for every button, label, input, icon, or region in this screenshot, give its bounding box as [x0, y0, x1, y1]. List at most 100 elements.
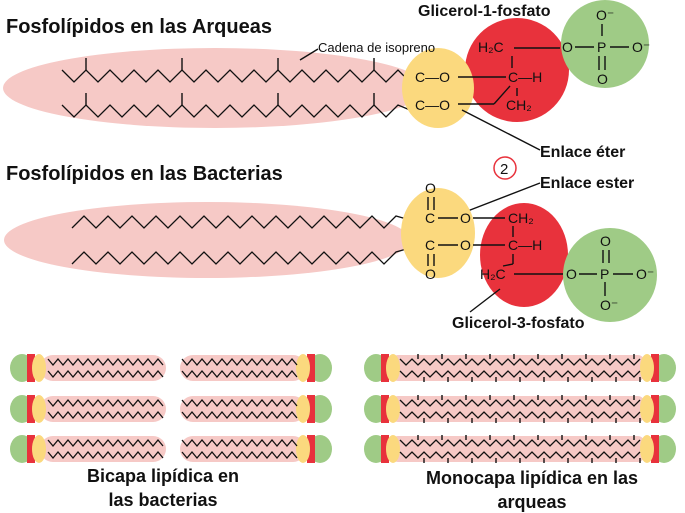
archaea-methyl-branches-bottom	[85, 93, 375, 105]
bacteria-glycerol-circle	[480, 203, 568, 307]
archaea-glycerol-bonds	[458, 47, 560, 105]
bacteria-glycerol-bonds	[502, 226, 563, 275]
isoprene-chain-label: Cadena de isopreno	[318, 40, 435, 55]
bacteria-phosphate-o-right: O⁻	[636, 266, 654, 282]
monolayer-left-head-2-glycerol	[381, 435, 389, 463]
archaea-phosphate-o-bottom: O	[597, 71, 608, 87]
monolayer-tail-a-0	[399, 358, 641, 366]
bacteria-glycerol-ch: C—H	[508, 237, 542, 253]
archaea-phospholipid: C—O C—O H₂C C—H CH₂ O P O⁻ O⁻ O Fosfolíp…	[3, 0, 650, 161]
isoprene-label-pointer	[299, 48, 319, 61]
archaea-phosphate-o-top: O⁻	[596, 7, 614, 23]
glycerol-3-phosphate-pointer	[469, 288, 501, 313]
ester-bond-pointer	[464, 182, 541, 213]
archaea-isoprene-chain-top	[61, 69, 411, 83]
bilayer-right-head-1-linkage	[296, 395, 310, 423]
archaea-phosphate-circle	[561, 0, 649, 88]
monolayer-left-head-1-glycerol	[381, 395, 389, 423]
archaea-glycerol-ch: C—H	[508, 69, 542, 85]
archaea-methyl-branches-top	[85, 58, 375, 70]
glycerol-1-phosphate-label: Glicerol-1-fosfato	[418, 3, 551, 20]
bacteria-ester-linkage	[401, 188, 475, 278]
ester-bond-label: Enlace ester	[540, 175, 634, 192]
monolayer-right-head-1-linkage	[640, 395, 654, 423]
bilayer-left-tail-a-0	[47, 357, 164, 367]
bilayer-left-tail-a-2	[47, 438, 164, 448]
bacteria-ester-o-link-top: O	[460, 210, 471, 226]
glycerol-3-phosphate-label: Glicerol-3-fosfato	[452, 315, 585, 332]
monolayer-chain-region-0	[392, 355, 644, 381]
archaea-monolayer-caption-line1: Monocapa lipídica en las	[426, 468, 638, 488]
bacteria-glycerol-h2c: H₂C	[480, 266, 506, 282]
bilayer-left-head-0-glycerol	[27, 354, 35, 382]
bilayer-right-tail-b-0	[181, 369, 298, 379]
archaea-title: Fosfolípidos en las Arqueas	[6, 16, 272, 38]
step-badge	[493, 156, 517, 180]
bacteria-title: Fosfolípidos en las Bacterias	[6, 163, 283, 185]
archaea-phosphate-o-left: O	[562, 39, 573, 55]
bacteria-fatty-acid-bottom	[71, 247, 411, 265]
bilayer-left-tail-a-1	[47, 398, 164, 408]
bacteria-phosphate-o-left: O	[566, 266, 577, 282]
archaea-ether-c2: C—O	[415, 97, 450, 113]
monolayer-tail-b-0	[399, 370, 641, 378]
archaea-glycerol-circle	[465, 18, 569, 122]
bilayer-right-tail-b-2	[181, 450, 298, 460]
monolayer-right-head-0-glycerol	[651, 354, 659, 382]
bacteria-ester-c-bottom: C	[425, 237, 435, 253]
step-badge-number: 2	[500, 161, 508, 178]
bacteria-bilayer-caption-line2: las bacterias	[108, 490, 217, 510]
bilayer-left-head-2-glycerol	[27, 435, 35, 463]
bacteria-chain-region	[4, 202, 410, 278]
monolayer-tail-a-2	[399, 439, 641, 447]
bilayer-left-head-0-linkage	[32, 354, 46, 382]
archaea-monolayer-caption-line2: arqueas	[497, 492, 566, 512]
bilayer-right-tail-b-1	[181, 410, 298, 420]
bilayer-right-tail-a-1	[181, 398, 298, 408]
bilayer-right-head-0-linkage	[296, 354, 310, 382]
bacteria-ester-c-top: C	[425, 210, 435, 226]
archaea-phosphate-bonds	[575, 24, 629, 70]
bacteria-phosphate-o-top: O	[600, 233, 611, 249]
bilayer-left-tail-b-0	[47, 369, 164, 379]
bacteria-ester-o-bottom: O	[425, 266, 436, 282]
monolayer-left-head-1-linkage	[386, 395, 400, 423]
bilayer-left-head-1-glycerol	[27, 395, 35, 423]
bacteria-bilayer-caption-line1: Bicapa lipídica en	[87, 466, 239, 486]
monolayer-left-head-0-linkage	[386, 354, 400, 382]
archaea-glycerol-ch2: CH₂	[506, 97, 532, 113]
bilayer-right-head-2-glycerol	[307, 435, 315, 463]
bilayer-right-head-2-linkage	[296, 435, 310, 463]
monolayer-right-head-0-linkage	[640, 354, 654, 382]
monolayer-right-head-2-glycerol	[651, 435, 659, 463]
bacteria-phosphate-circle	[563, 228, 657, 322]
bacteria-glycerol-ch2-top: CH₂	[508, 210, 534, 226]
archaea-phosphate-o-right: O⁻	[632, 39, 650, 55]
bilayer-right-head-0-glycerol	[307, 354, 315, 382]
bilayer-left-head-2-linkage	[32, 435, 46, 463]
monolayer-left-head-0-glycerol	[381, 354, 389, 382]
membrane-panels	[10, 354, 676, 463]
bilayer-left-tail-b-1	[47, 410, 164, 420]
monolayer-chain-region-2	[392, 436, 644, 462]
bacteria-ester-bonds	[427, 197, 505, 266]
archaea-glycerol-h2c: H₂C	[478, 39, 504, 55]
monolayer-tail-a-1	[399, 399, 641, 407]
ether-bond-pointer	[461, 109, 541, 151]
bacteria-phosphate-p: P	[600, 266, 609, 282]
monolayer-left-head-2-linkage	[386, 435, 400, 463]
bacteria-ester-o-link-bottom: O	[460, 237, 471, 253]
bilayer-left-head-1-linkage	[32, 395, 46, 423]
archaea-chain-region	[3, 48, 427, 128]
monolayer-tail-b-1	[399, 411, 641, 419]
bilayer-left-tail-b-2	[47, 450, 164, 460]
bacteria-fatty-acid-top	[71, 215, 411, 229]
archaea-ether-linkage	[402, 48, 474, 128]
monolayer-chain-region-1	[392, 396, 644, 422]
bacteria-ester-o-top: O	[425, 180, 436, 196]
archaea-isoprene-chain-bottom	[61, 104, 411, 118]
archaea-phosphate-p: P	[597, 39, 606, 55]
bilayer-right-tail-a-0	[181, 357, 298, 367]
